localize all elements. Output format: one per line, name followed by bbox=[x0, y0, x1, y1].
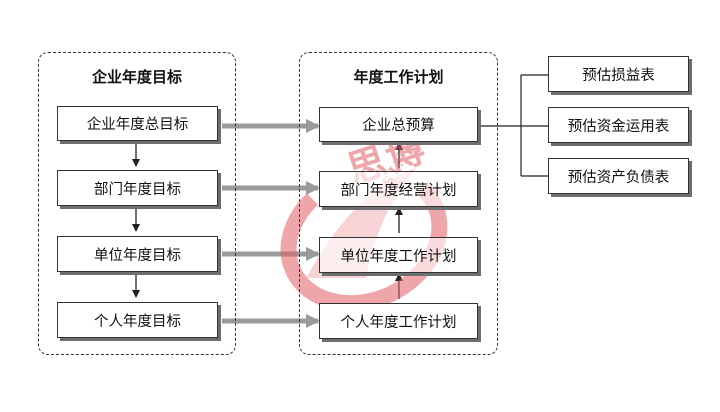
box-person-work-plan: 个人年度工作计划 bbox=[319, 303, 478, 339]
left-group-frame bbox=[38, 52, 236, 355]
budget-bracket bbox=[478, 74, 548, 177]
box-dept-goal: 部门年度目标 bbox=[57, 170, 218, 206]
middle-group-frame bbox=[299, 52, 498, 355]
left-group-title: 企业年度目标 bbox=[91, 68, 182, 86]
middle-group-title: 年度工作计划 bbox=[353, 68, 444, 86]
box-company-total-goal: 企业年度总目标 bbox=[57, 106, 218, 141]
box-unit-goal: 单位年度目标 bbox=[57, 236, 218, 272]
box-estimated-income-statement: 预估损益表 bbox=[548, 56, 689, 92]
box-unit-work-plan: 单位年度工作计划 bbox=[319, 237, 478, 273]
box-dept-business-plan: 部门年度经营计划 bbox=[319, 171, 478, 207]
box-estimated-funds-statement: 预估资金运用表 bbox=[548, 107, 689, 143]
box-estimated-balance-sheet: 预估资产负债表 bbox=[548, 158, 689, 194]
box-person-goal: 个人年度目标 bbox=[57, 302, 218, 338]
box-company-budget: 企业总预算 bbox=[319, 107, 478, 142]
